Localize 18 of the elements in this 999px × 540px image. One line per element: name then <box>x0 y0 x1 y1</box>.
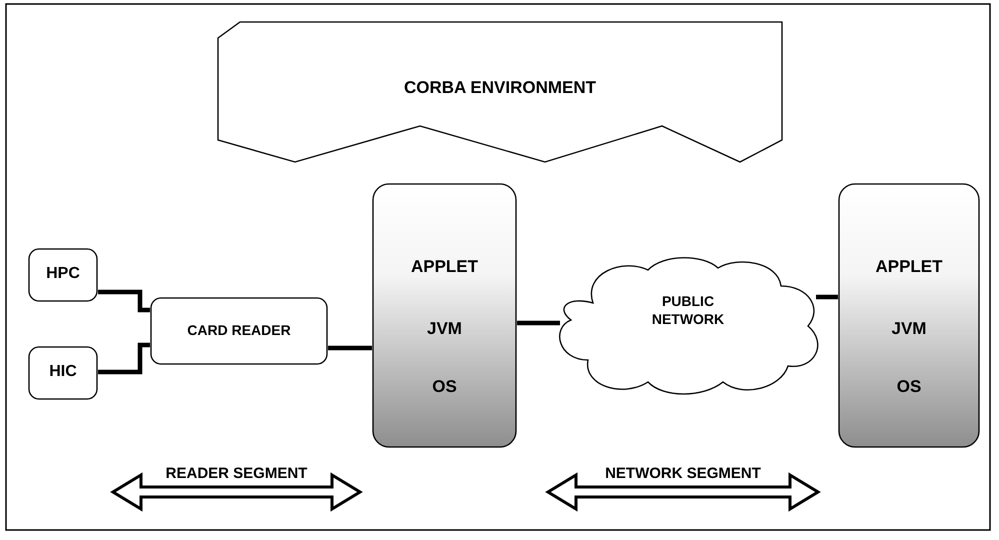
node-label: JVM <box>890 318 928 340</box>
connector-line <box>98 342 150 374</box>
node-label: OS <box>431 376 458 398</box>
node-label: PUBLIC NETWORK <box>650 292 726 328</box>
connector-line <box>328 346 372 350</box>
node-label: JVM <box>426 318 463 340</box>
node-label: HIC <box>48 362 78 382</box>
segment-label: NETWORK SEGMENT <box>604 465 762 482</box>
node-label: CORBA ENVIRONMENT <box>402 77 598 99</box>
connector-line <box>816 294 838 300</box>
connector-line <box>517 320 560 326</box>
segment-label: READER SEGMENT <box>164 465 308 482</box>
node-label: OS <box>896 376 922 398</box>
connector-line <box>98 290 150 312</box>
node-label: CARD READER <box>186 321 292 340</box>
node-label: APPLET <box>410 256 480 278</box>
node-label: HPC <box>45 264 81 284</box>
node-label: APPLET <box>874 256 944 278</box>
